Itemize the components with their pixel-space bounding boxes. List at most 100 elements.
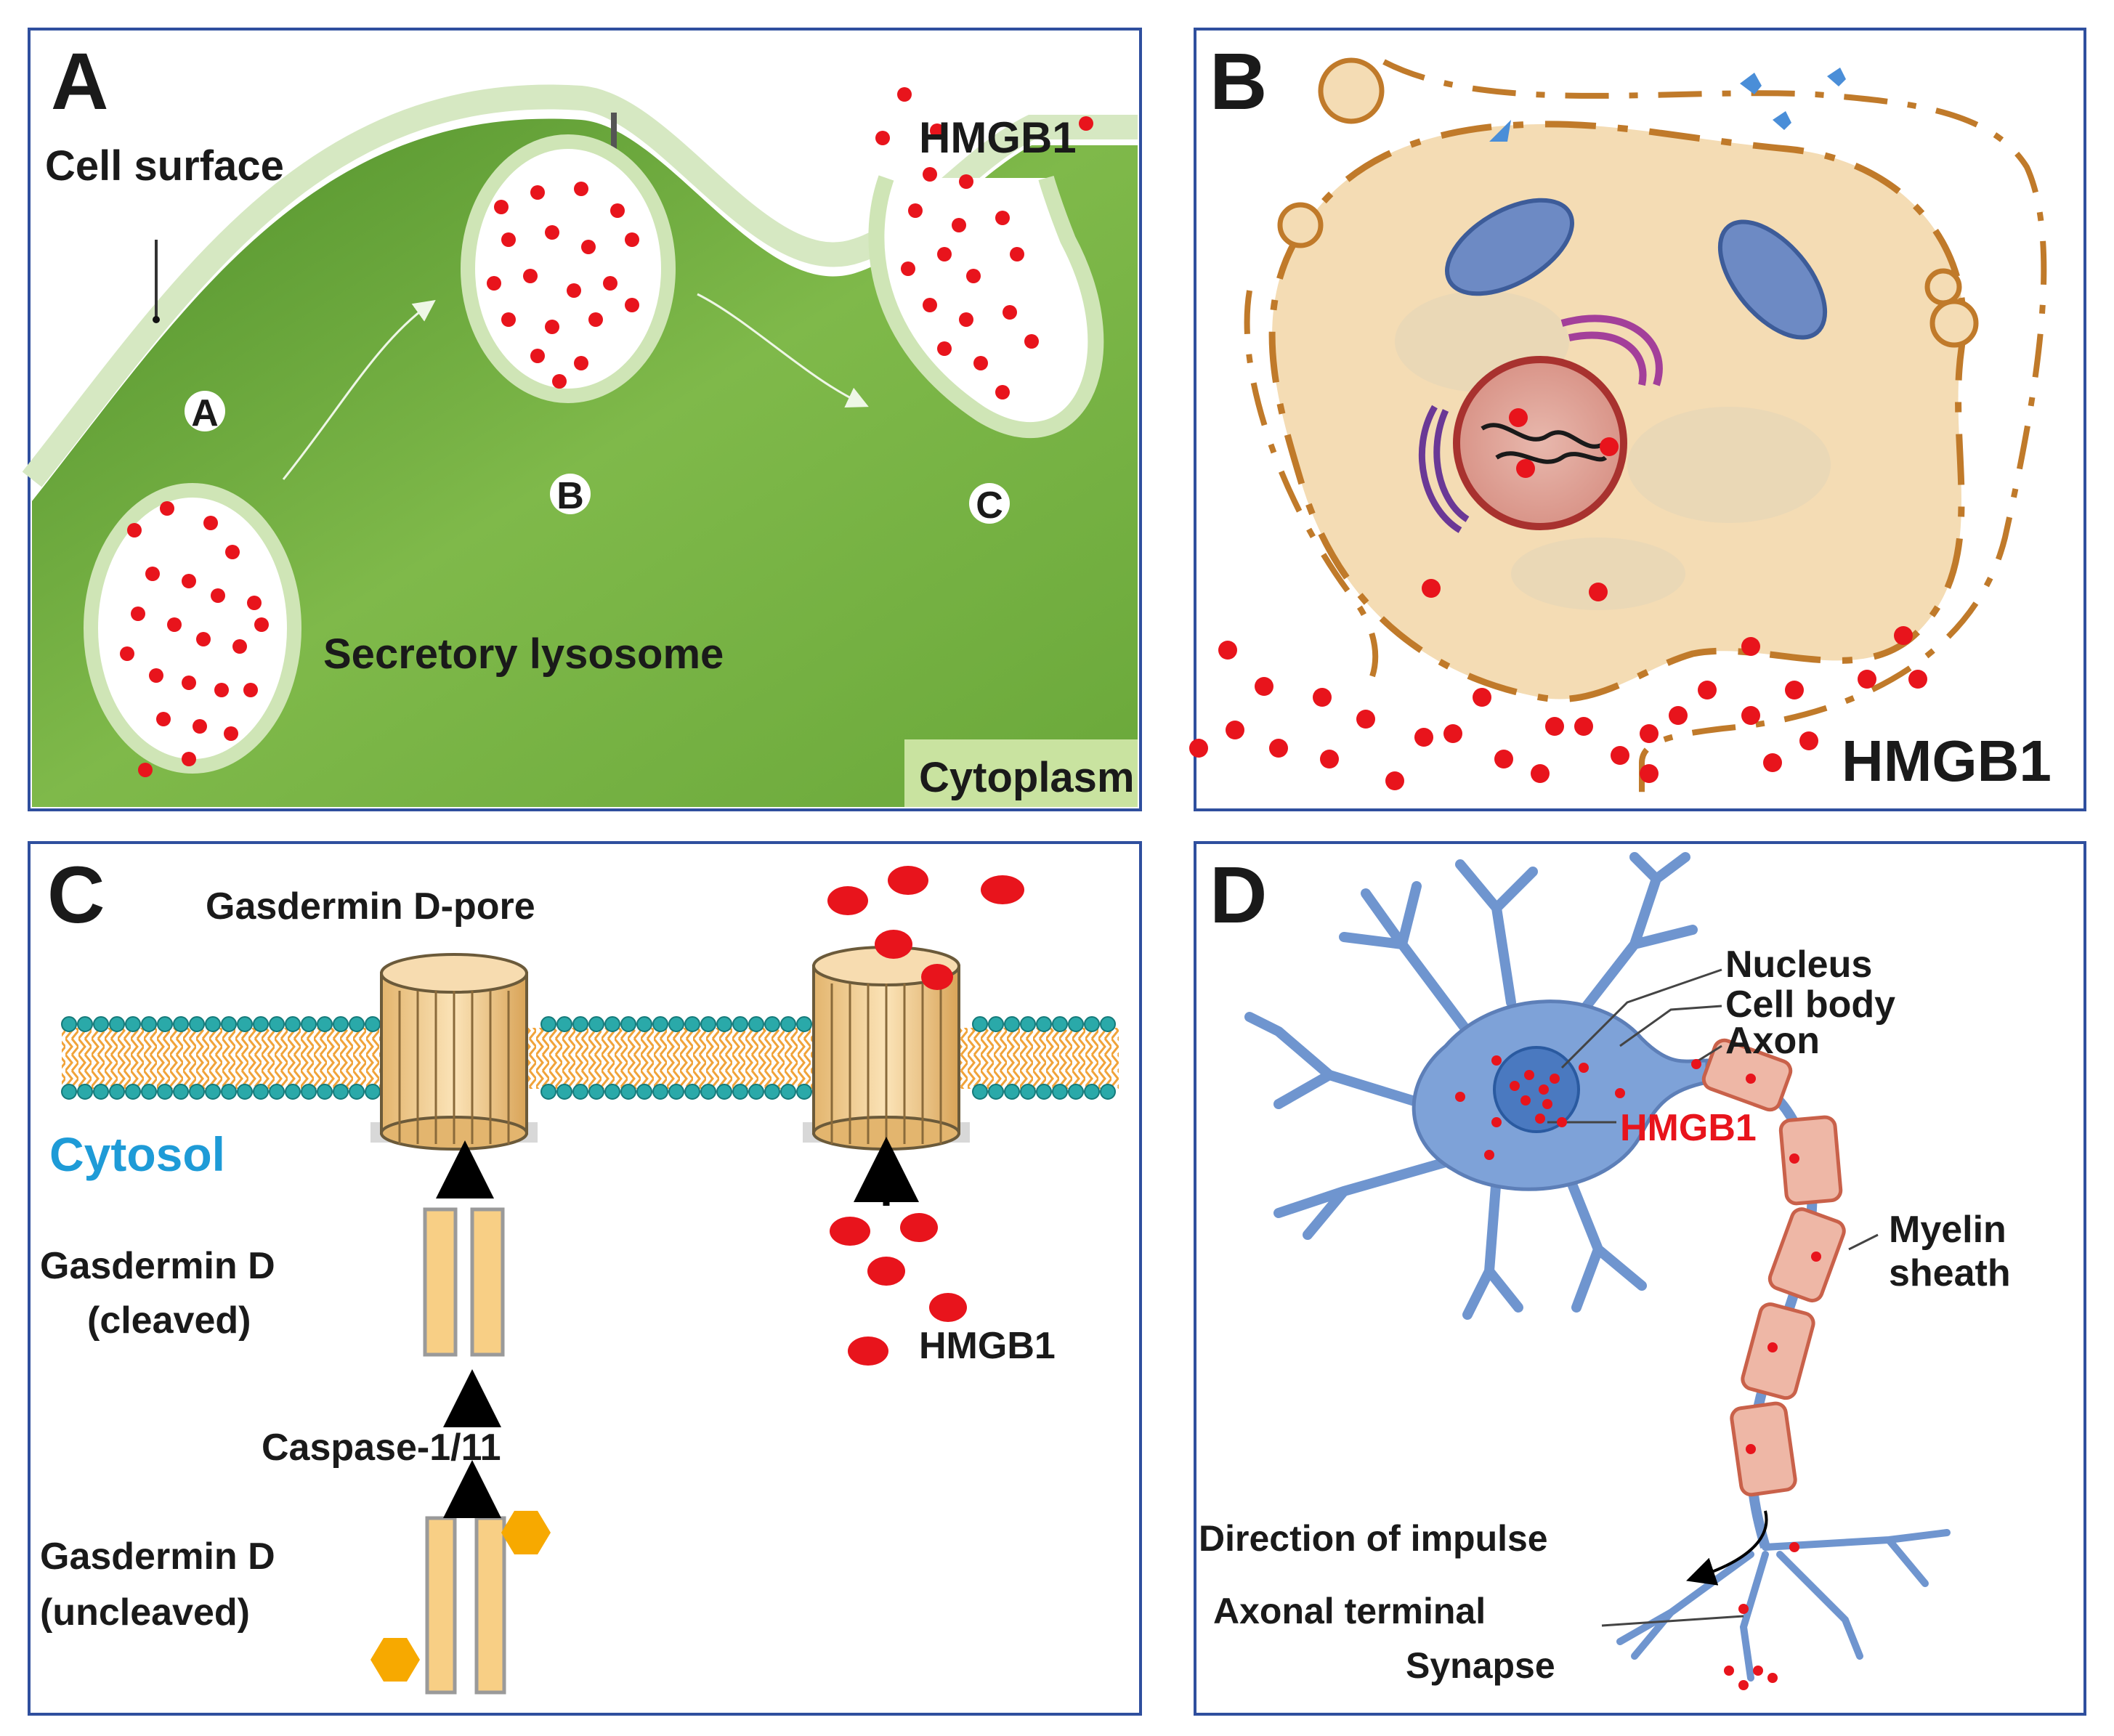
- hmgb1-dot: [149, 668, 163, 683]
- hmgb1-dot: [254, 617, 269, 632]
- lipid-head: [1084, 1084, 1100, 1100]
- lipid-head: [716, 1084, 732, 1100]
- hmgb1-dot: [1611, 746, 1629, 765]
- lipid-head: [652, 1084, 668, 1100]
- lipid-head: [1068, 1084, 1084, 1100]
- lipid-head: [780, 1084, 796, 1100]
- panel-d-hmgb1-label: HMGB1: [1620, 1107, 1757, 1149]
- panel-d-letter: D: [1210, 851, 1267, 940]
- hmgb1-dots-c: [827, 866, 1024, 1366]
- lipid-head: [1068, 1016, 1084, 1032]
- hmgb1-dot: [501, 312, 516, 327]
- hmgb1-dot: [156, 712, 171, 726]
- hmgb1-dot: [897, 87, 912, 102]
- hmgb1-dot: [1858, 670, 1876, 689]
- stage-a-badge: [185, 391, 225, 431]
- hmgb1-dot: [232, 639, 247, 654]
- lipid-head: [732, 1016, 748, 1032]
- lipid-head: [540, 1084, 556, 1100]
- hmgb1-dot: [552, 374, 567, 389]
- lipid-head: [109, 1016, 125, 1032]
- lipid-head: [109, 1084, 125, 1100]
- cell-membrane-b: [1268, 121, 1967, 703]
- panel-c-letter: C: [47, 851, 105, 940]
- hmgb1-dot: [1763, 753, 1782, 772]
- hmgb1-dot: [973, 356, 988, 370]
- hmgb1-dot: [120, 646, 134, 661]
- hmgb1-dot: [937, 341, 952, 356]
- lipid-head: [572, 1084, 588, 1100]
- hmgb1-dot: [1557, 1117, 1567, 1127]
- er-b: [1418, 405, 1470, 533]
- hmgb1-dot: [1767, 1342, 1778, 1352]
- chromatin-b: [1481, 423, 1608, 464]
- hmgb1-dot: [1550, 1074, 1560, 1084]
- spike-b-3: [1773, 111, 1791, 130]
- lipid-head: [972, 1084, 988, 1100]
- hmgb1-dot: [929, 1293, 967, 1322]
- vesicle-b-2: [1277, 202, 1324, 248]
- outer-membrane-b: [1382, 59, 2047, 799]
- lipid-head: [237, 1016, 253, 1032]
- panel-d: D Nucleus Cell body Axon HMGB1 Myelin sh…: [1194, 841, 2086, 1716]
- hmgb1-dot: [1698, 681, 1717, 699]
- lipid-head: [748, 1016, 764, 1032]
- lipid-head: [285, 1016, 301, 1032]
- hmgb1-dot: [1226, 721, 1244, 739]
- hmgb1-dot: [1615, 1088, 1625, 1098]
- nucleus-d: [1493, 1046, 1580, 1133]
- lipid-head: [748, 1084, 764, 1100]
- myelin-label-1: Myelin: [1889, 1209, 2006, 1251]
- lipid-head: [173, 1016, 189, 1032]
- hmgb1-dot: [1589, 583, 1608, 601]
- lipid-head: [604, 1084, 620, 1100]
- hexagon-1: [501, 1511, 551, 1554]
- hmgb1-dots-d: [1455, 1055, 1821, 1690]
- lipid-head: [141, 1016, 157, 1032]
- hmgb1-dot: [160, 501, 174, 516]
- hmgb1-dot: [1003, 305, 1017, 320]
- lipid-head: [620, 1084, 636, 1100]
- lipid-head: [556, 1016, 572, 1032]
- lipid-head: [1020, 1016, 1036, 1032]
- stage-b-badge: [550, 474, 591, 514]
- hmgb1-dot: [1269, 739, 1288, 758]
- cytoplasm-label: Cytoplasm: [919, 754, 1135, 801]
- hmgb1-dots-a: [120, 87, 1093, 777]
- lipid-head: [221, 1016, 237, 1032]
- lysosome-a: [84, 483, 301, 774]
- cytosol-label: Cytosol: [49, 1127, 225, 1181]
- lipid-head: [684, 1084, 700, 1100]
- hmgb1-dot: [1811, 1252, 1821, 1262]
- lipid-head: [1004, 1016, 1020, 1032]
- lipid-head: [988, 1016, 1004, 1032]
- hmgb1-dot: [1894, 626, 1913, 645]
- dendrites: [1244, 852, 1698, 1320]
- hmgb1-dot: [1524, 1070, 1534, 1080]
- myelin-label-2: sheath: [1889, 1252, 2011, 1294]
- lipid-head: [556, 1084, 572, 1100]
- cytoplasm-label-box: [904, 739, 1138, 807]
- lipid-head: [205, 1016, 221, 1032]
- lipid-head: [77, 1084, 93, 1100]
- axonal-terminal-label: Axonal terminal: [1213, 1591, 1486, 1631]
- hmgb1-dot: [574, 356, 588, 370]
- golgi-b: [1560, 315, 1663, 386]
- organelle-b-2: [1627, 407, 1831, 523]
- cleaved-bar-1: [423, 1207, 458, 1357]
- hmgb1-dot: [937, 247, 952, 261]
- hmgb1-dot: [952, 218, 966, 232]
- hmgb1-dot: [211, 588, 225, 603]
- hmgb1-dot: [193, 719, 207, 734]
- lipid-head: [125, 1084, 141, 1100]
- lipid-head: [365, 1084, 381, 1100]
- hmgb1-dot: [1542, 1099, 1552, 1109]
- hmgb1-dot: [1313, 688, 1332, 707]
- hmgb1-dot: [1473, 688, 1491, 707]
- lipid-head: [572, 1016, 588, 1032]
- hmgb1-dot: [603, 276, 617, 291]
- hmgb1-dot: [182, 752, 196, 766]
- hmgb1-dot: [827, 886, 868, 915]
